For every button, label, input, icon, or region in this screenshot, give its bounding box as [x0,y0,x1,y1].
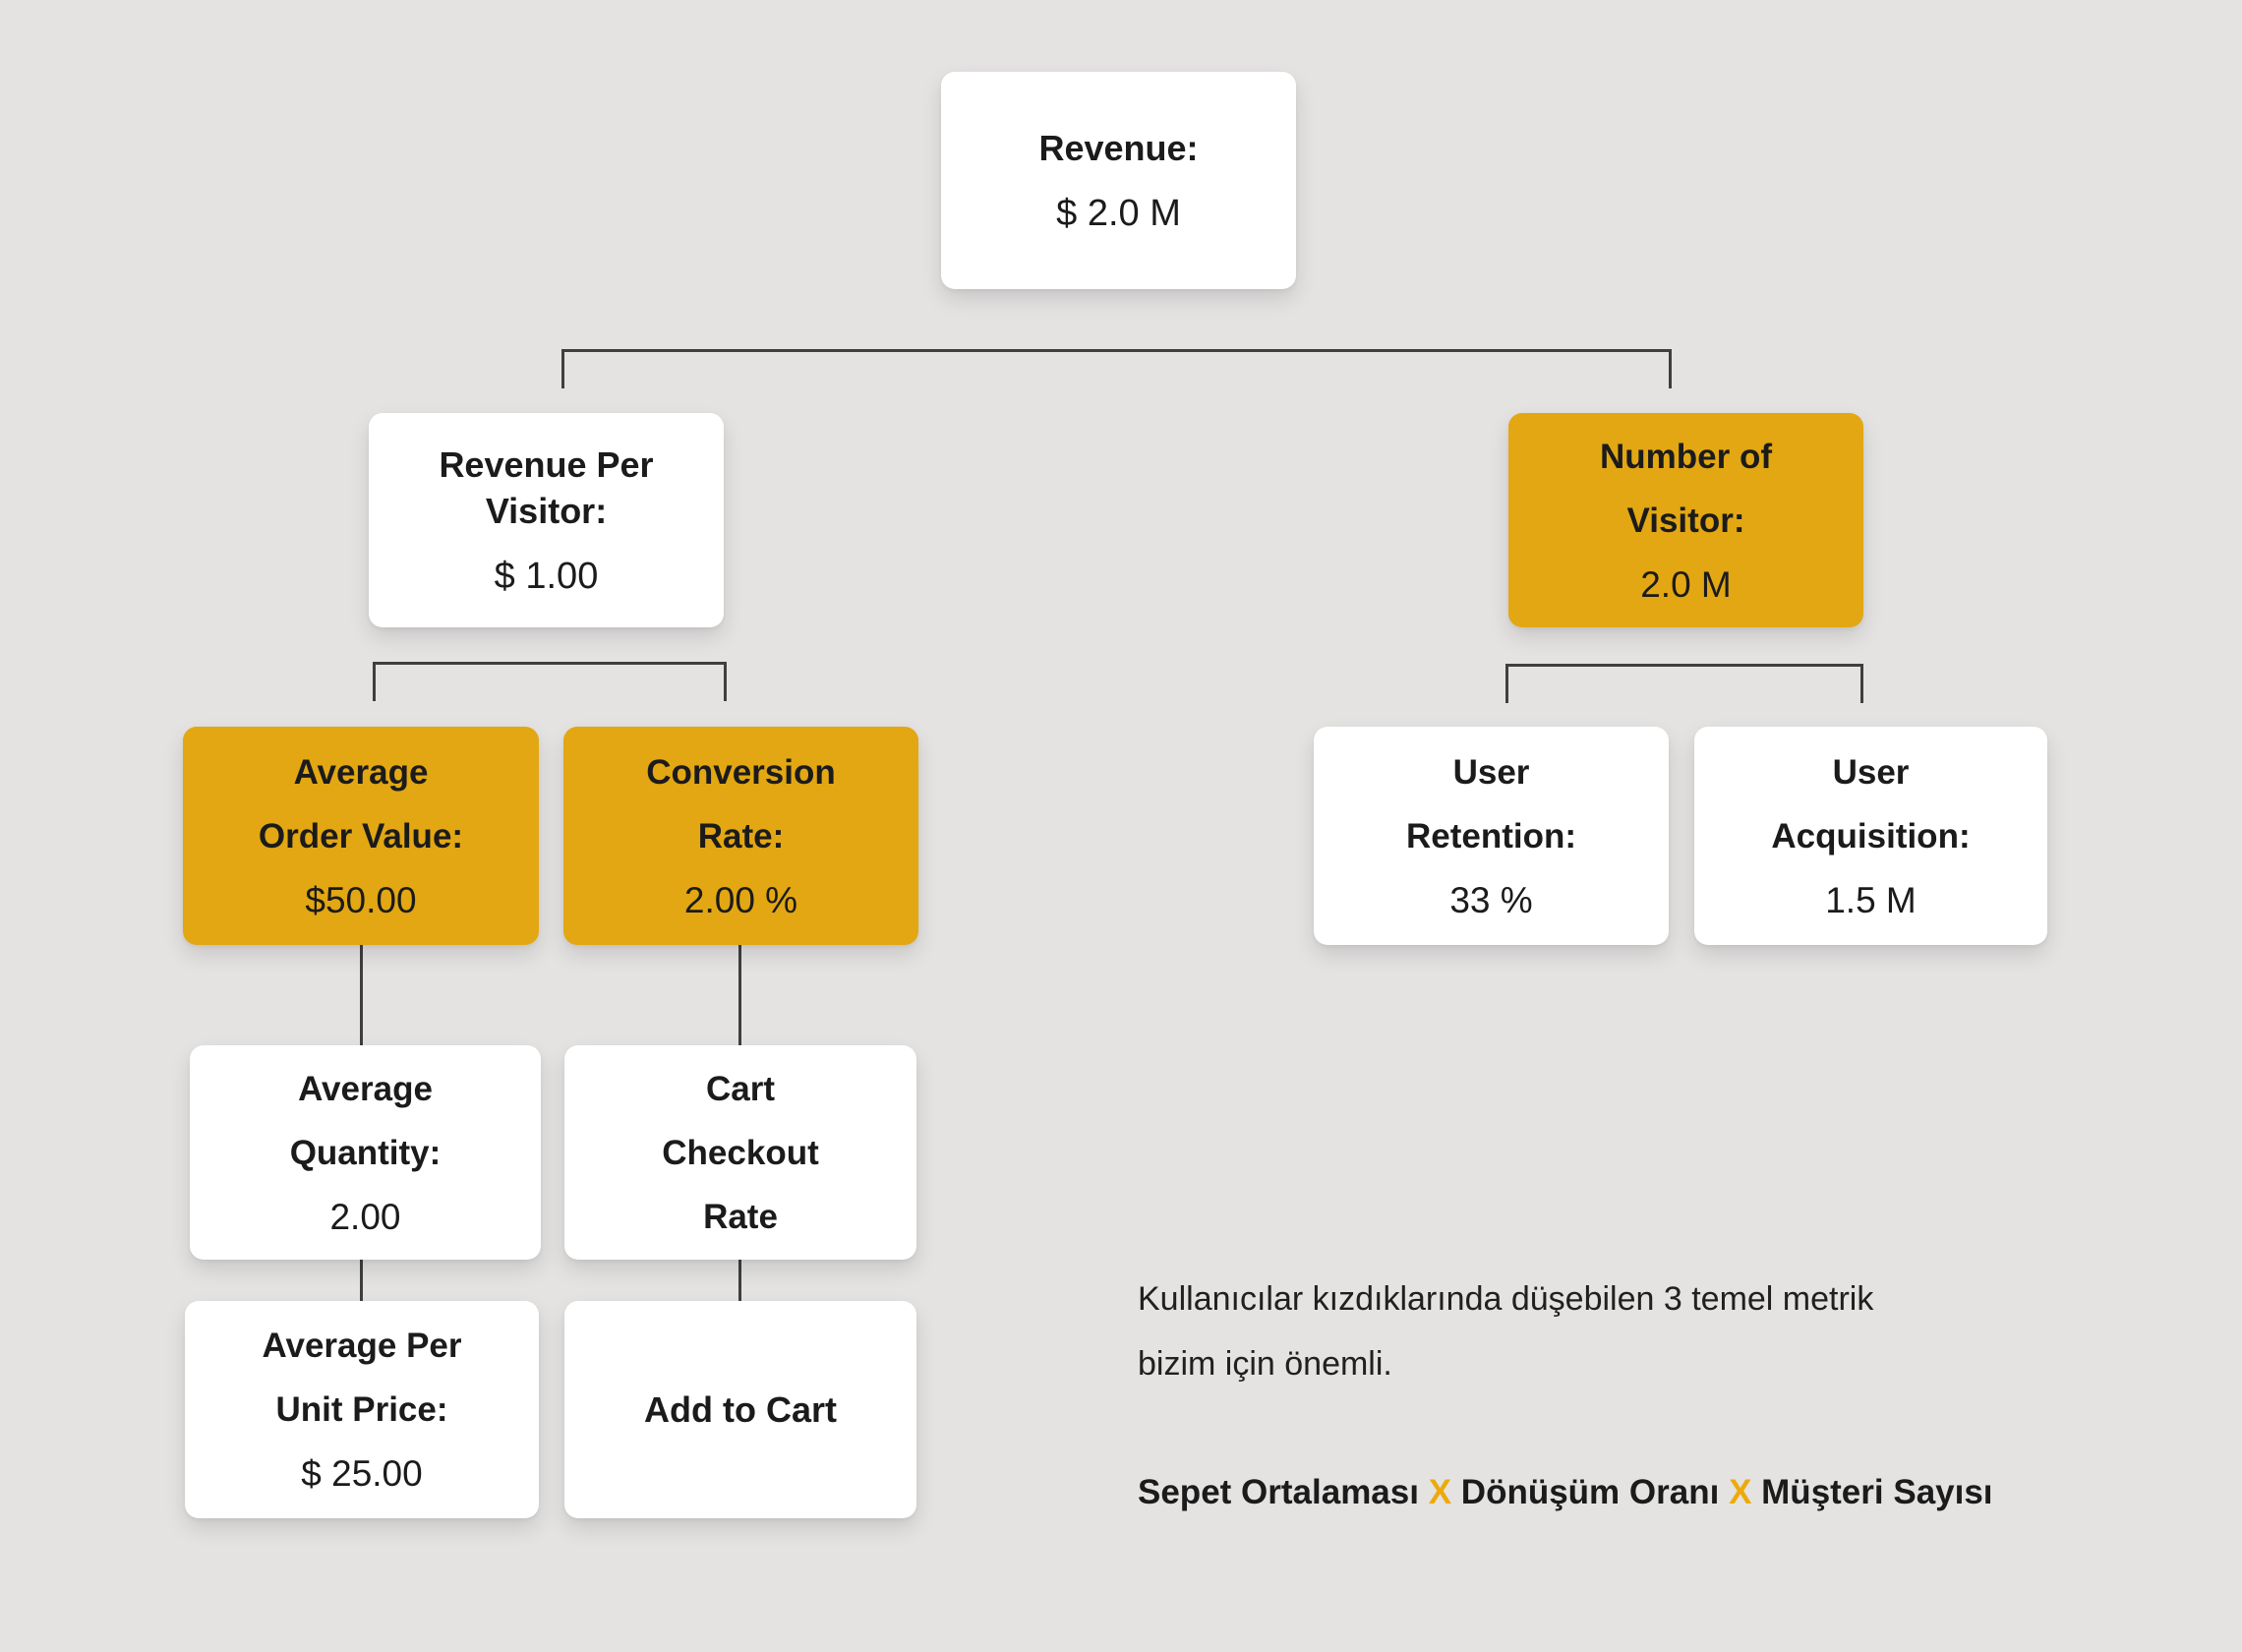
node-label-line1: Number of [1600,437,1772,476]
connector-avg-quantity-to-unit-price [360,1260,363,1301]
node-label-line2: Quantity: [289,1133,442,1172]
node-value: $ 2.0 M [1056,192,1181,234]
node-label-line1: Average Per [262,1327,462,1365]
node-revenue: Revenue: $ 2.0 M [941,72,1296,289]
node-value: 1.5 M [1825,879,1917,920]
connector-rpv-to-children [373,662,727,701]
node-label-line2: Retention: [1405,816,1577,856]
node-value: 2.0 M [1640,563,1732,605]
node-label: Revenue: [1038,127,1199,168]
node-number-of-visitor: Number of Visitor: 2.0 M [1508,413,1863,627]
node-average-quantity: Average Quantity: 2.00 [190,1045,541,1260]
node-label-line2: Rate: [697,816,785,856]
node-value: $ 25.00 [301,1453,423,1494]
node-user-acquisition: User Acquisition: 1.5 M [1694,727,2047,945]
node-label-line2: Order Value: [258,816,464,856]
node-value: 2.00 % [683,879,798,920]
connector-aov-to-avg-quantity [360,945,363,1045]
node-cart-checkout-rate: Cart Checkout Rate [564,1045,916,1260]
node-average-order-value: Average Order Value: $50.00 [183,727,539,945]
node-value: $50.00 [305,879,417,920]
node-label-line1: Average [298,1069,433,1108]
formula-multiply-2: X [1729,1473,1752,1511]
node-value: $ 1.00 [494,555,599,597]
node-label-line2: Acquisition: [1771,816,1971,856]
node-value: 2.00 [329,1196,401,1237]
connector-cart-checkout-to-add-to-cart [738,1260,741,1301]
node-label-line1: Cart [705,1069,776,1108]
node-revenue-per-visitor: Revenue Per Visitor: $ 1.00 [369,413,724,627]
annotation-note: Kullanıcılar kızdıklarında düşebilen 3 t… [1138,1267,1873,1396]
connector-cr-to-cart-checkout [738,945,741,1045]
node-label-line2: Checkout [662,1133,819,1172]
connector-revenue-to-level2 [561,349,1672,388]
formula-part3: Müşteri Sayısı [1761,1473,1993,1511]
node-label-line1: User [1452,752,1530,792]
connector-nov-to-children [1505,664,1863,703]
node-label: Add to Cart [644,1389,837,1430]
node-label: Revenue Per Visitor: [439,443,654,531]
formula-multiply-1: X [1428,1473,1452,1511]
node-value: 33 % [1449,879,1533,920]
formula-part1: Sepet Ortalaması [1138,1473,1419,1511]
annotation-formula: Sepet Ortalaması X Dönüşüm Oranı X Müşte… [1138,1473,1993,1512]
node-label-line2: Visitor: [1626,501,1745,540]
node-label-line3: Rate [703,1197,778,1236]
node-label-line1: Average [293,752,429,792]
annotation-note-line2: bizim için önemli. [1138,1345,1392,1383]
node-label-line1: Conversion [646,752,836,792]
formula-part2: Dönüşüm Oranı [1460,1473,1720,1511]
node-conversion-rate: Conversion Rate: 2.00 % [563,727,918,945]
node-user-retention: User Retention: 33 % [1314,727,1669,945]
annotation-note-line1: Kullanıcılar kızdıklarında düşebilen 3 t… [1138,1280,1874,1318]
node-label-line2: Unit Price: [275,1390,448,1429]
node-add-to-cart: Add to Cart [564,1301,916,1518]
node-label-line1: User [1832,752,1910,792]
node-average-per-unit-price: Average Per Unit Price: $ 25.00 [185,1301,539,1518]
